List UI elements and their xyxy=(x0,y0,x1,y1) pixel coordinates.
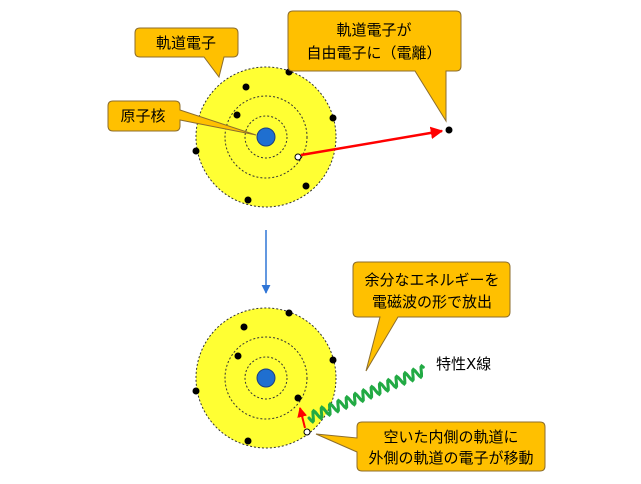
label-orbital-electron: 軌道電子 xyxy=(156,34,216,52)
callout-electron-transition: 空いた内側の軌道に 外側の軌道の電子が移動 xyxy=(315,421,546,472)
electron xyxy=(242,83,250,91)
electron xyxy=(244,196,252,204)
electron xyxy=(294,394,302,402)
label-transition-line1: 空いた内側の軌道に xyxy=(383,428,518,446)
electron-transition-arrow xyxy=(297,407,308,429)
electron-vacancy xyxy=(303,428,311,436)
electron xyxy=(233,111,241,119)
label-excess-energy-line1: 余分なエネルギーを xyxy=(364,271,499,289)
middle-shell xyxy=(224,336,308,420)
electron xyxy=(240,323,248,331)
middle-shell xyxy=(224,95,308,179)
electron xyxy=(302,182,310,190)
electron xyxy=(244,437,252,445)
ionization-arrow xyxy=(300,126,444,157)
bottom-atom xyxy=(192,307,337,449)
nucleus xyxy=(256,127,276,147)
callout-excess-energy: 余分なエネルギーを 電磁波の形で放出 xyxy=(352,261,511,372)
electron xyxy=(329,356,337,364)
label-transition-line2: 外側の軌道の電子が移動 xyxy=(368,449,533,467)
label-ionization-line1: 軌道電子が xyxy=(336,21,411,39)
free-electron xyxy=(445,126,453,134)
callout-nucleus: 原子核 xyxy=(107,100,257,136)
inner-shell xyxy=(244,356,288,400)
label-nucleus: 原子核 xyxy=(120,107,165,125)
electron xyxy=(329,114,337,122)
label-ionization-line2: 自由電子に（電離） xyxy=(306,44,441,62)
inner-shell xyxy=(244,115,288,159)
callout-ionization: 軌道電子が 自由電子に（電離） xyxy=(287,10,462,123)
electron xyxy=(234,352,242,360)
nucleus xyxy=(256,368,276,388)
electron-vacancy xyxy=(294,153,302,161)
electron xyxy=(192,387,200,395)
electron xyxy=(192,147,200,155)
electron xyxy=(285,309,293,317)
label-excess-energy-line2: 電磁波の形で放出 xyxy=(372,293,492,311)
callout-orbital-electron: 軌道電子 xyxy=(134,27,239,79)
top-atom xyxy=(192,66,337,208)
wave-icon xyxy=(307,363,425,424)
label-characteristic-xray: 特性X線 xyxy=(436,355,491,373)
